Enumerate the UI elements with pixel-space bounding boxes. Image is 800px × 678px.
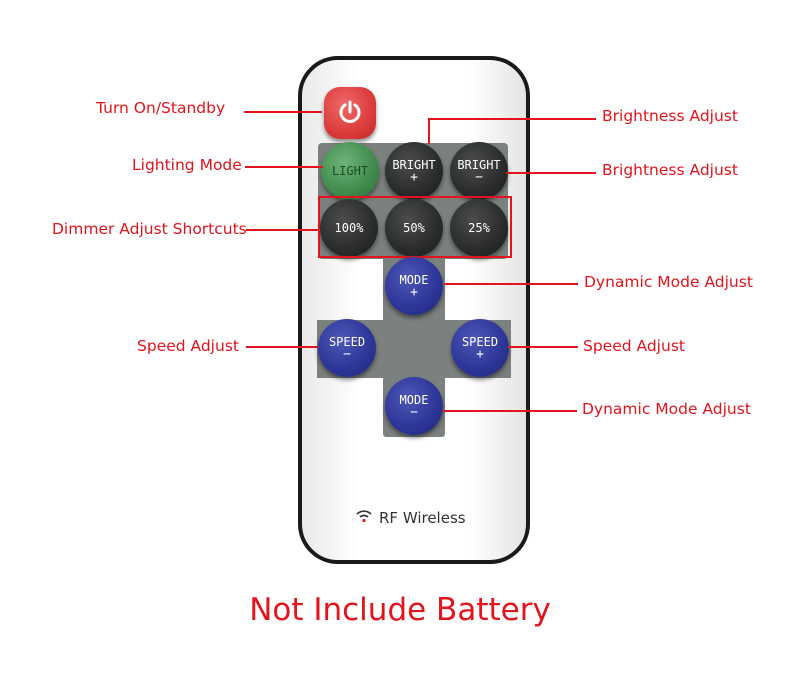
- line-brightness-up: [428, 118, 596, 120]
- rf-wireless-brand: RF Wireless: [355, 509, 466, 527]
- minus-sign: −: [475, 170, 483, 185]
- bright-plus-button[interactable]: BRIGHT +: [385, 142, 443, 200]
- mode-plus-button[interactable]: MODE +: [385, 257, 443, 315]
- mode-minus-label: MODE: [399, 393, 429, 407]
- speed-minus-button[interactable]: SPEED −: [318, 319, 376, 377]
- line-brightness-down: [506, 172, 596, 174]
- plus-sign: +: [410, 170, 418, 185]
- bright-minus-label: BRIGHT: [457, 158, 501, 172]
- label-dynamic-down: Dynamic Mode Adjust: [582, 400, 751, 418]
- dimmer-50-label: 50%: [403, 221, 425, 235]
- line-turn-on: [244, 111, 322, 113]
- bright-plus-label: BRIGHT: [392, 158, 436, 172]
- dimmer-25-button[interactable]: 25%: [450, 199, 508, 257]
- dimmer-100-button[interactable]: 100%: [320, 199, 378, 257]
- line-dynamic-down: [443, 410, 577, 412]
- plus-sign: +: [410, 285, 418, 300]
- label-brightness-up: Brightness Adjust: [602, 107, 738, 125]
- line-brightness-up-drop: [428, 118, 430, 144]
- label-brightness-down: Brightness Adjust: [602, 161, 738, 179]
- label-dimmer: Dimmer Adjust Shortcuts: [52, 220, 247, 238]
- dimmer-25-label: 25%: [468, 221, 490, 235]
- plus-sign: +: [476, 347, 484, 362]
- wifi-icon: [355, 509, 373, 527]
- label-turn-on: Turn On/Standby: [96, 99, 226, 117]
- dimmer-50-button[interactable]: 50%: [385, 199, 443, 257]
- line-lighting-mode: [245, 166, 323, 168]
- minus-sign: −: [343, 347, 351, 362]
- brand-text: RF Wireless: [379, 509, 466, 527]
- line-dynamic-up: [444, 283, 578, 285]
- speed-plus-label: SPEED: [461, 335, 499, 349]
- mode-minus-button[interactable]: MODE −: [385, 377, 443, 435]
- light-button-label: LIGHT: [331, 164, 369, 178]
- label-speed-right: Speed Adjust: [583, 337, 685, 355]
- speed-minus-label: SPEED: [328, 335, 366, 349]
- dimmer-highlight-box: [318, 196, 512, 258]
- minus-sign: −: [410, 405, 418, 420]
- speed-plus-button[interactable]: SPEED +: [451, 319, 509, 377]
- line-speed-left: [246, 346, 318, 348]
- label-speed-left: Speed Adjust: [137, 337, 239, 355]
- bright-minus-button[interactable]: BRIGHT −: [450, 142, 508, 200]
- power-icon: [337, 99, 363, 128]
- mode-plus-label: MODE: [399, 273, 429, 287]
- line-speed-right: [508, 346, 578, 348]
- power-button[interactable]: [324, 87, 376, 139]
- footer-notice: Not Include Battery: [249, 592, 551, 628]
- light-button[interactable]: LIGHT: [321, 142, 379, 200]
- line-dimmer: [246, 229, 318, 231]
- label-dynamic-up: Dynamic Mode Adjust: [584, 273, 753, 291]
- dimmer-100-label: 100%: [334, 221, 364, 235]
- label-lighting-mode: Lighting Mode: [132, 156, 242, 174]
